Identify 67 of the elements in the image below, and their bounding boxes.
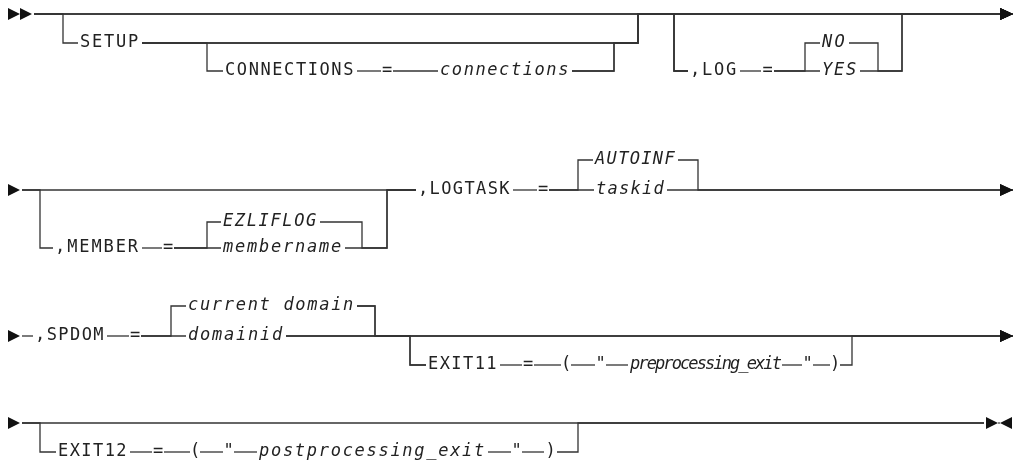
syntax-variable: postprocessing_exit (259, 441, 486, 459)
syntax-symbol: " (511, 441, 522, 459)
syntax-track-line (106, 335, 130, 337)
syntax-track-line (487, 451, 512, 453)
syntax-track-line (533, 364, 562, 366)
syntax-symbol: = (152, 441, 164, 459)
syntax-keyword: EXIT12 (58, 441, 128, 459)
syntax-track-line (570, 364, 596, 366)
syntax-track-line (140, 335, 187, 337)
syntax-variable: membername (223, 237, 343, 255)
syntax-keyword: ,MEMBER (55, 237, 140, 255)
syntax-track-line (839, 330, 1014, 366)
syntax-keyword: ,SPDOM (35, 325, 105, 343)
syntax-track-line (141, 247, 163, 249)
syntax-track-line (129, 451, 153, 453)
syntax-track-line (666, 184, 1014, 196)
syntax-symbol: " (223, 441, 234, 459)
syntax-variable: domainid (188, 325, 284, 343)
arrowhead-icon (8, 416, 20, 430)
double-arrowhead-icon (8, 7, 32, 21)
syntax-track-line (812, 364, 831, 366)
syntax-variable: EZLIFLOG (223, 211, 318, 229)
syntax-symbol: = (129, 325, 141, 343)
syntax-symbol: ( (560, 354, 572, 372)
syntax-variable: YES (822, 60, 858, 78)
syntax-symbol: = (522, 354, 534, 372)
end-marker-icon (986, 416, 1012, 430)
syntax-track-line (199, 451, 224, 453)
syntax-track-line (21, 335, 34, 337)
syntax-variable: connections (440, 60, 570, 78)
syntax-track-line (556, 422, 985, 453)
syntax-track-line (233, 451, 258, 453)
syntax-variable: current domain (188, 295, 355, 313)
syntax-track-line (781, 364, 803, 366)
syntax-symbol: = (381, 60, 393, 78)
syntax-variable: taskid (596, 179, 665, 197)
syntax-symbol: " (802, 354, 813, 372)
syntax-keyword: EXIT11 (428, 354, 498, 372)
syntax-symbol: = (762, 60, 773, 78)
syntax-keyword: SETUP (80, 32, 140, 50)
syntax-symbol: = (162, 237, 174, 255)
syntax-keyword: ,LOGTASK (418, 179, 511, 197)
arrowhead-icon (8, 329, 20, 343)
arrowhead-icon (8, 183, 20, 197)
syntax-track-line (392, 70, 439, 72)
syntax-track-line (356, 70, 382, 72)
syntax-track-line (605, 364, 629, 366)
syntax-track-line (344, 189, 417, 249)
syntax-variable: NO (822, 32, 847, 50)
syntax-symbol: ) (545, 441, 556, 459)
syntax-keyword: ,LOG (690, 60, 738, 78)
syntax-track-line (285, 335, 427, 366)
syntax-track-line (163, 451, 191, 453)
syntax-track-line (548, 189, 595, 191)
syntax-track-line (173, 247, 222, 249)
syntax-symbol: " (595, 354, 606, 372)
syntax-track-line (739, 70, 762, 72)
syntax-keyword: CONNECTIONS (225, 60, 355, 78)
syntax-track-line (521, 451, 545, 453)
syntax-variable: preprocessing_exit (630, 354, 780, 372)
syntax-symbol: ( (189, 441, 201, 459)
syntax-track-line (512, 189, 538, 191)
syntax-symbol: ) (829, 354, 841, 372)
syntax-symbol: = (537, 179, 549, 197)
syntax-track-line (499, 364, 523, 366)
syntax-track-line (773, 70, 821, 72)
syntax-variable: AUTOINF (595, 149, 676, 167)
